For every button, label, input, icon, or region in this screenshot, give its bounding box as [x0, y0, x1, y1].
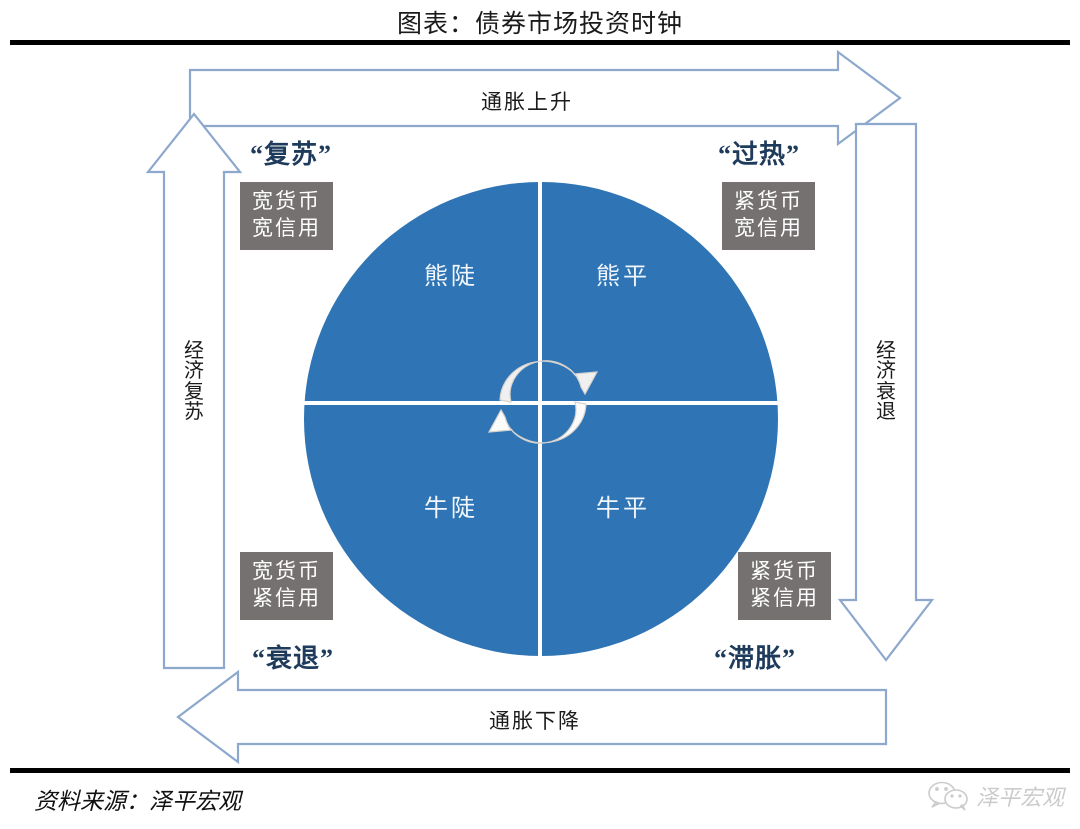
policy-box-stagflation-line2: 紧信用 — [750, 586, 819, 611]
top-arrow-label: 通胀上升 — [481, 90, 573, 114]
title-divider-top — [10, 40, 1070, 45]
phase-label-overheat: “过热” — [718, 140, 801, 169]
bottom-arrow-label: 通胀下降 — [489, 709, 581, 733]
policy-box-recovery-line1: 宽货币 — [252, 189, 321, 213]
policy-box-overheat-line1: 紧货币 — [734, 189, 803, 213]
right-arrow-label-char-4: 退 — [876, 401, 896, 424]
policy-box-recovery-line2: 宽信用 — [252, 216, 321, 241]
circular-rotation-arrows-icon — [487, 360, 599, 444]
footer-divider — [10, 768, 1070, 773]
phase-label-stagflation: “滞胀” — [714, 644, 797, 673]
source-note: 资料来源：泽平宏观 — [34, 789, 241, 814]
watermark-text: 泽平宏观 — [975, 785, 1064, 810]
page-title: 图表：债券市场投资时钟 — [396, 11, 683, 38]
policy-box-overheat: 紧货币 宽信用 — [722, 182, 815, 250]
phase-label-recession: “衰退” — [252, 644, 335, 673]
circle-vertical-divider — [538, 178, 542, 660]
quadrant-label-bull-flattening: 牛平 — [596, 496, 650, 522]
phase-label-recovery: “复苏” — [250, 140, 333, 169]
right-arrow-label-char-2: 济 — [876, 360, 896, 383]
left-arrow-label-char-1: 经 — [184, 340, 204, 362]
right-arrow-label: 经 济 衰 退 — [875, 341, 897, 423]
left-arrow-label-char-3: 复 — [184, 380, 204, 403]
policy-box-recession: 宽货币 紧信用 — [240, 552, 333, 620]
quadrant-label-bull-steepening: 牛陡 — [424, 496, 478, 522]
policy-box-overheat-line2: 宽信用 — [734, 216, 803, 241]
policy-box-recession-line1: 宽货币 — [252, 559, 321, 583]
policy-box-stagflation: 紧货币 紧信用 — [738, 552, 831, 620]
left-arrow-label-char-4: 苏 — [184, 401, 204, 424]
left-arrow-label-char-2: 济 — [184, 360, 204, 383]
quadrant-label-bear-flattening: 熊平 — [596, 264, 650, 290]
left-arrow-label: 经 济 复 苏 — [183, 341, 205, 423]
policy-box-recession-line2: 紧信用 — [252, 586, 321, 611]
circle-horizontal-divider — [300, 401, 782, 405]
wechat-icon — [928, 781, 968, 811]
policy-box-recovery: 宽货币 宽信用 — [240, 182, 333, 250]
policy-box-stagflation-line1: 紧货币 — [750, 559, 819, 583]
quadrant-label-bear-steepening: 熊陡 — [424, 264, 478, 290]
right-arrow-label-char-1: 经 — [876, 340, 896, 362]
watermark: 泽平宏观 — [927, 780, 1064, 812]
right-arrow-label-char-3: 衰 — [876, 380, 896, 403]
